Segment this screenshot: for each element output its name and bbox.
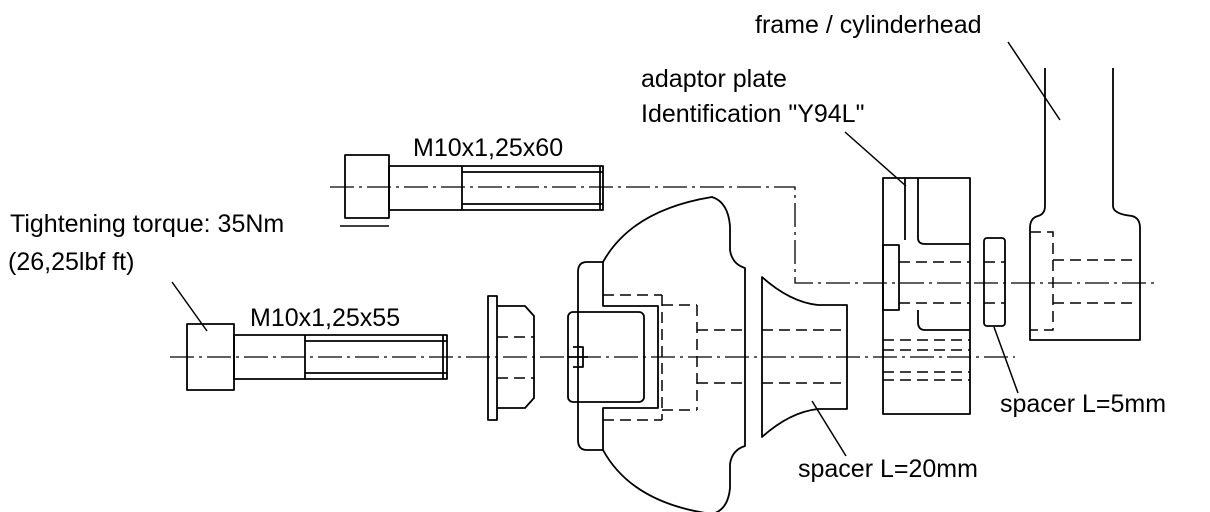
washer-hub bbox=[497, 305, 535, 409]
adaptor-plate-step bbox=[904, 178, 970, 245]
adaptor-plate-body bbox=[882, 177, 971, 415]
spacer-5mm-body bbox=[983, 237, 1006, 327]
adaptor-plate bbox=[882, 177, 971, 415]
upper-bolt bbox=[344, 154, 604, 219]
labels: frame / cylinderhead adaptor plate Ident… bbox=[8, 11, 1166, 483]
leader-frame bbox=[1007, 41, 1061, 121]
label-spacer-5mm: spacer L=5mm bbox=[1000, 390, 1166, 418]
label-torque-imperial: (26,25lbf ft) bbox=[8, 248, 134, 276]
damper-hub bbox=[567, 196, 746, 512]
lower-bolt bbox=[186, 323, 448, 391]
lower-bolt-shank bbox=[233, 334, 448, 380]
label-spacer-20mm: spacer L=20mm bbox=[798, 455, 978, 483]
center-lines bbox=[170, 186, 1155, 358]
spacer-20mm-outline bbox=[761, 276, 848, 438]
frame-outline bbox=[1029, 68, 1141, 341]
damper-outline bbox=[602, 196, 746, 512]
frame-cylinderhead bbox=[1029, 68, 1141, 341]
label-torque: Tightening torque: 35Nm bbox=[10, 210, 284, 238]
label-adaptor-identification: Identification "Y94L" bbox=[641, 100, 864, 128]
label-upper-bolt: M10x1,25x60 bbox=[413, 134, 563, 162]
damper-left-flange bbox=[577, 261, 603, 451]
label-frame: frame / cylinderhead bbox=[755, 11, 982, 39]
spacer-5mm bbox=[983, 237, 1006, 327]
washer bbox=[487, 295, 535, 421]
upper-center-line bbox=[330, 186, 1155, 284]
leader-lower-bolt-head bbox=[171, 281, 208, 332]
washer-flange bbox=[487, 295, 498, 421]
upper-bolt-shank bbox=[388, 165, 604, 211]
leader-lines bbox=[171, 41, 1061, 457]
leader-spacer-20mm bbox=[811, 400, 847, 457]
leader-adaptor-plate bbox=[844, 131, 907, 187]
leader-spacer-5mm bbox=[993, 326, 1019, 394]
spacer-20mm bbox=[761, 276, 848, 438]
damper-inner-flange bbox=[602, 262, 659, 450]
label-lower-bolt: M10x1,25x55 bbox=[250, 304, 400, 332]
label-adaptor-plate: adaptor plate bbox=[641, 65, 787, 93]
